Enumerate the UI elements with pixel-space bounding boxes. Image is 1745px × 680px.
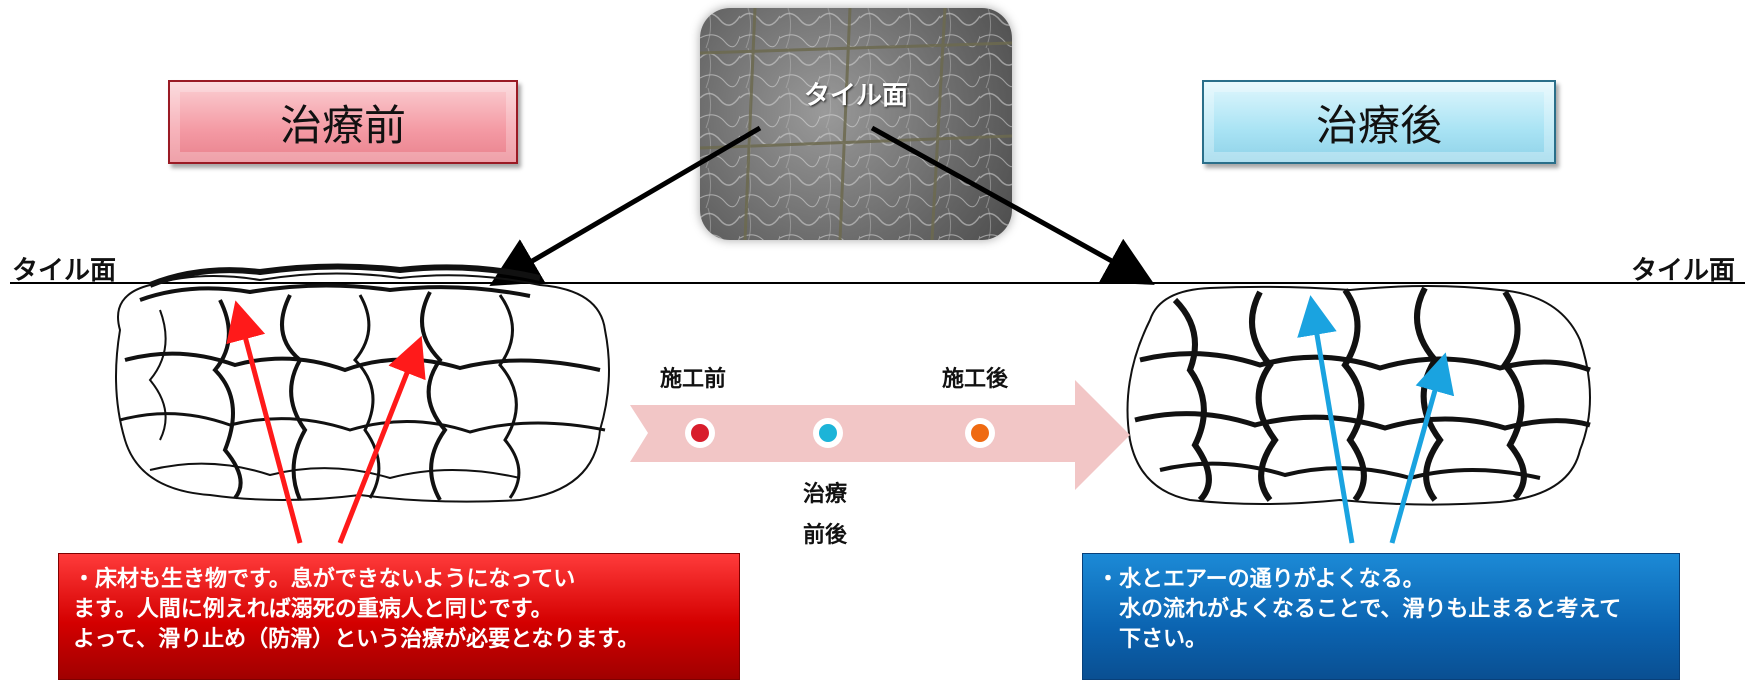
after-explanation-box: ・水とエアーの通りがよくなる。 水の流れがよくなることで、滑りも止まると考えて …	[1082, 553, 1680, 680]
after-explanation-line-2: 水の流れがよくなることで、滑りも止まると考えて	[1097, 596, 1622, 622]
timeline-dot-middle	[813, 418, 843, 448]
after-explanation-line-1: ・水とエアーの通りがよくなる。	[1097, 566, 1425, 592]
arrow-to-before	[489, 125, 762, 287]
stage-center-label-2: 前後	[803, 522, 848, 548]
tile-surface-photo	[700, 8, 1012, 240]
after-explanation-line-3: 下さい。	[1097, 626, 1208, 652]
porous-stone-sketch	[1126, 285, 1591, 506]
blue-arrow-1	[1297, 295, 1355, 544]
tile-photo-label: タイル面	[803, 81, 908, 111]
red-arrow-1	[226, 300, 303, 544]
before-explanation-line-3: よって、滑り止め（防滑）という治療が必要となります。	[73, 626, 640, 652]
surface-label-left: タイル面	[12, 256, 117, 286]
before-treatment-title-text: 治療前	[279, 100, 406, 150]
tile-grid-pattern	[700, 8, 1012, 240]
before-explanation-box: ・床材も生き物です。息ができないようになってい ます。人間に例えれば溺死の重病人…	[58, 553, 740, 680]
stage-after-label: 施工後	[942, 366, 1009, 392]
after-treatment-title: 治療後	[1202, 80, 1556, 164]
timeline-arrow	[630, 380, 1130, 490]
arrow-to-after	[870, 125, 1155, 285]
clogged-stone-sketch	[115, 263, 610, 503]
red-arrow-2	[337, 335, 426, 544]
before-explanation-line-1: ・床材も生き物です。息ができないようになってい	[73, 566, 576, 592]
stage-center-label-1: 治療	[803, 481, 848, 507]
surface-label-right: タイル面	[1630, 256, 1735, 286]
timeline-dot-before	[685, 418, 715, 448]
before-treatment-title: 治療前	[168, 80, 518, 164]
timeline-dot-after	[965, 418, 995, 448]
stage-before-label: 施工前	[660, 366, 727, 392]
after-treatment-title-text: 治療後	[1315, 100, 1442, 150]
blue-arrow-2	[1389, 352, 1455, 544]
before-explanation-line-2: ます。人間に例えれば溺死の重病人と同じです。	[73, 596, 553, 622]
